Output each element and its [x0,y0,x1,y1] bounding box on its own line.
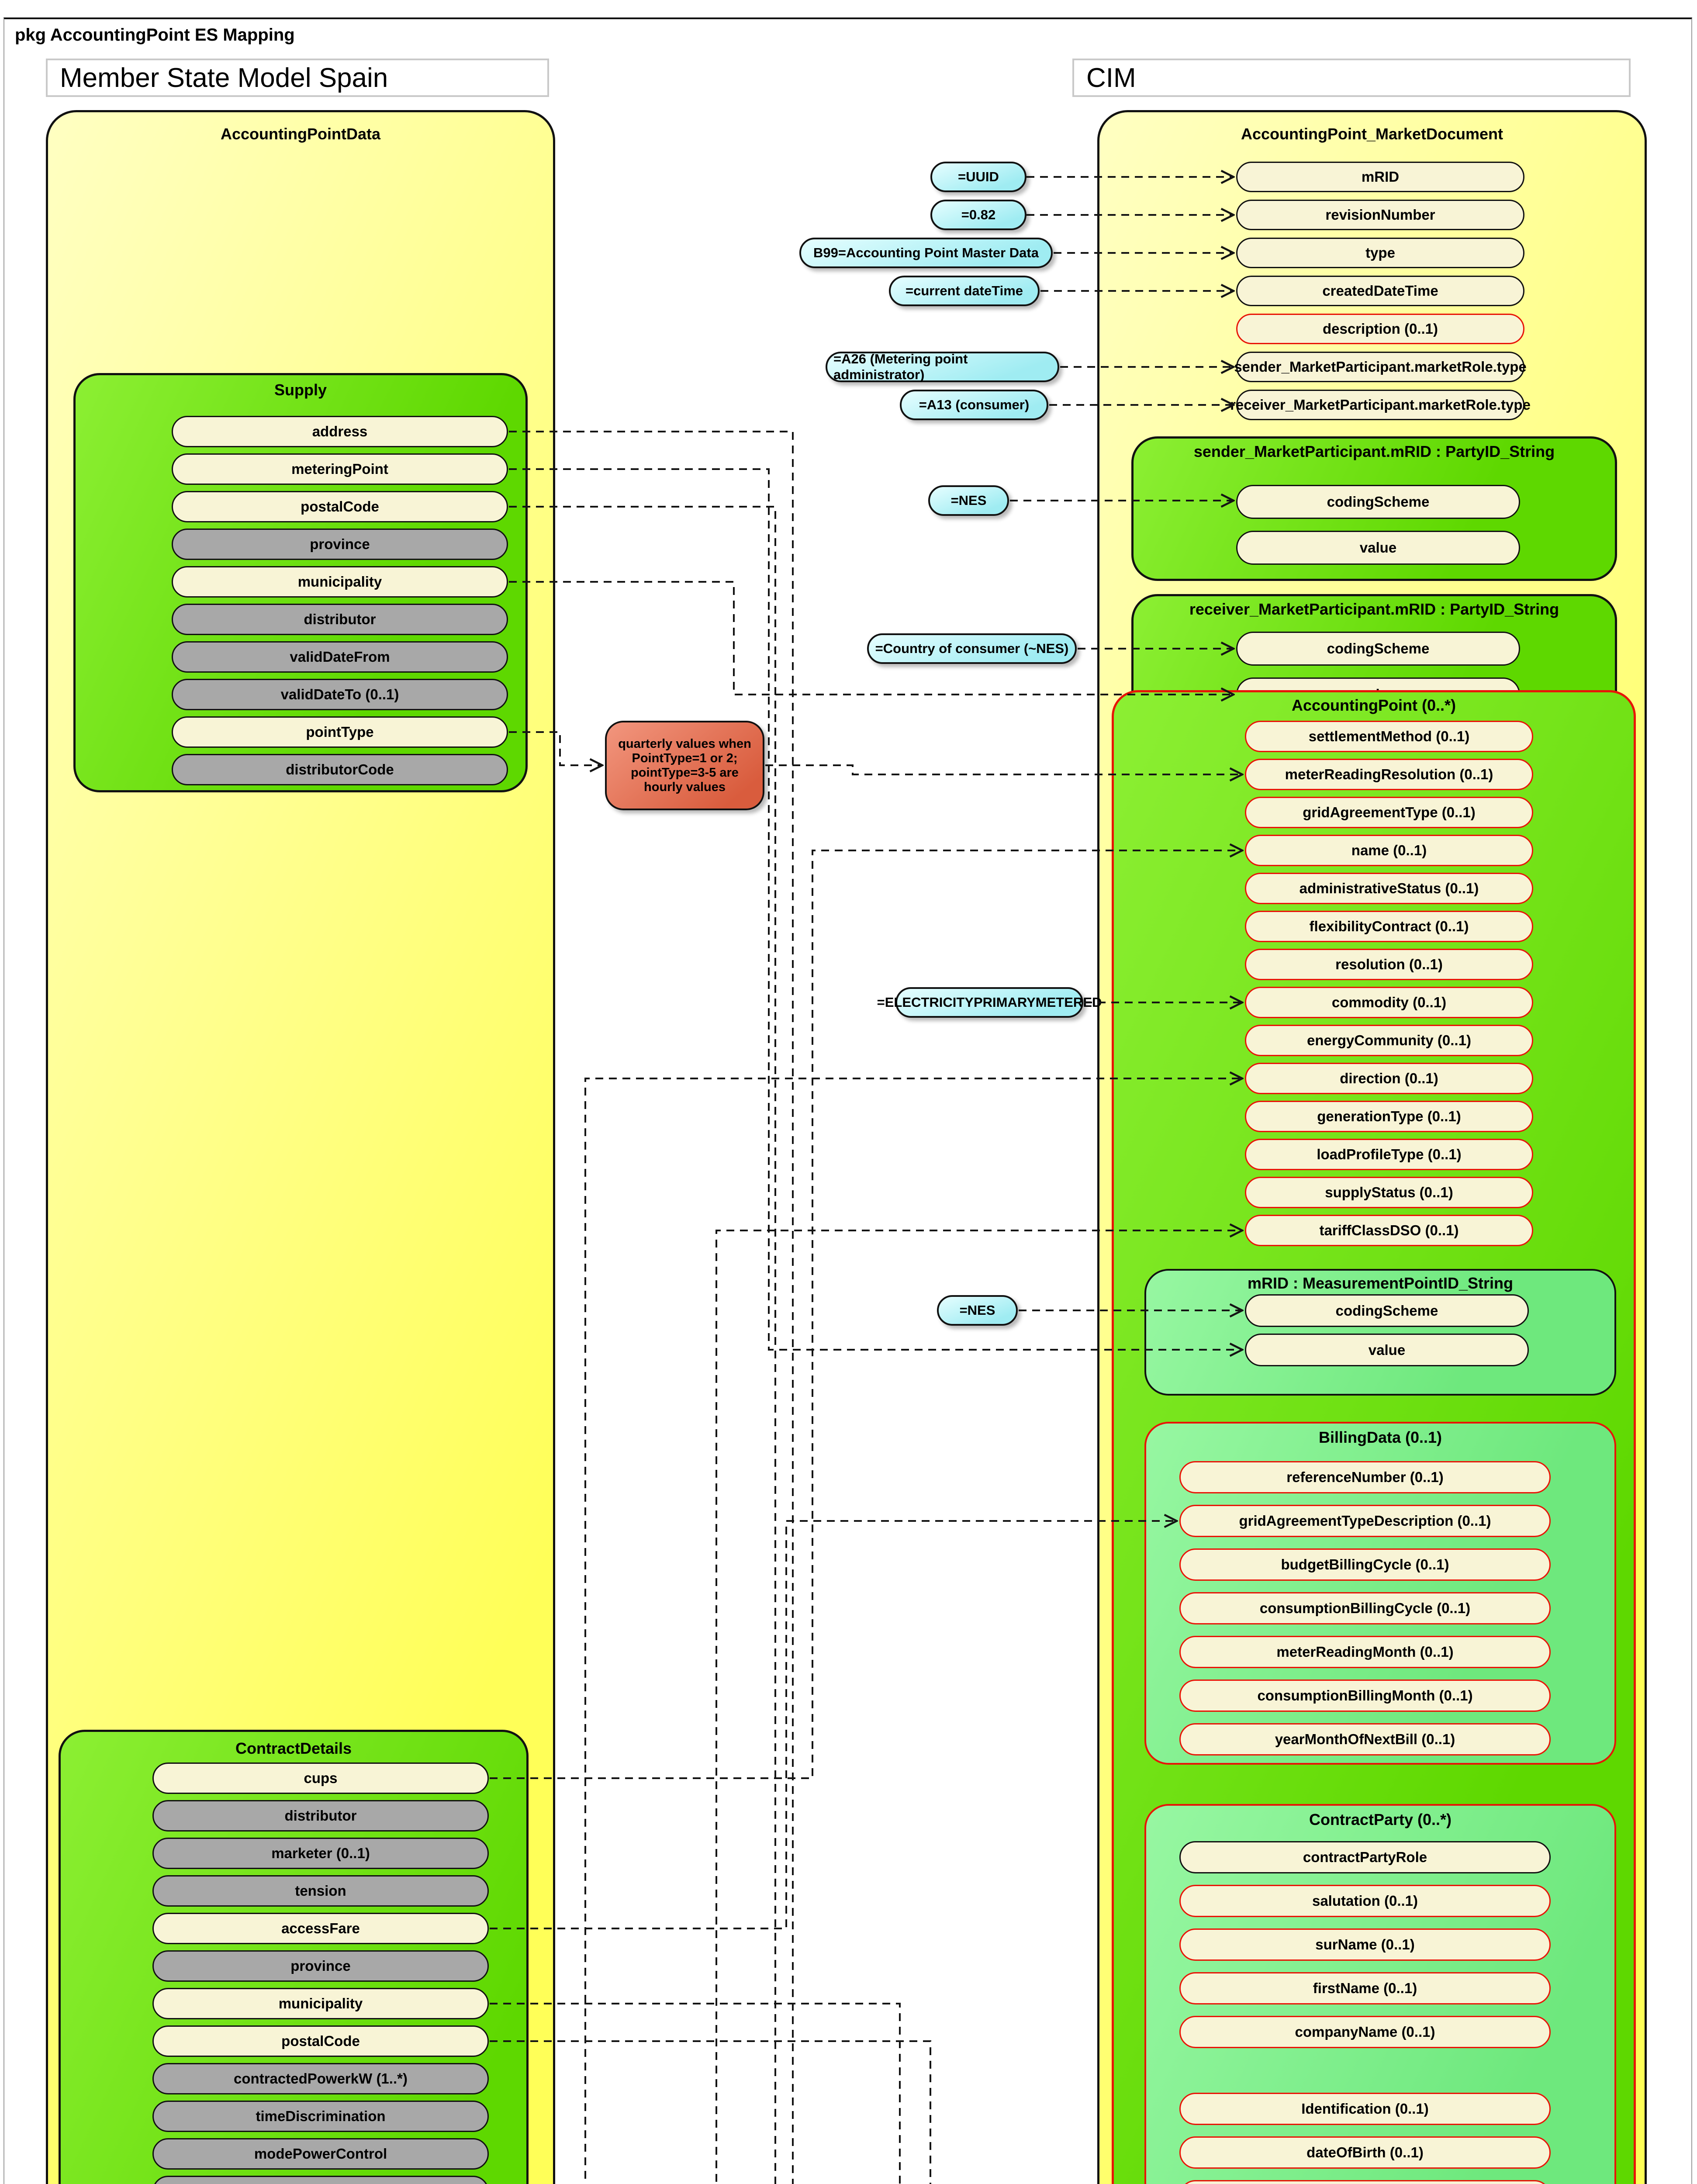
class-sender-market-participant-mrid-title: sender_MarketParticipant.mRID : PartyID_… [1193,442,1555,460]
attribute-pill[interactable]: codingScheme [1245,1294,1529,1327]
attribute-pill[interactable]: createdDateTime [1236,276,1524,306]
attribute-pill[interactable]: distributor [152,1800,489,1832]
measurement-point-attribute-list: codingScheme value [1245,1294,1529,1366]
value-label-nes-sender[interactable]: =NES [928,485,1009,516]
attribute-pill[interactable]: cups [152,1762,489,1794]
supply-attribute-list: address meteringPoint postalCode provinc… [172,416,508,785]
value-label-b99[interactable]: B99=Accounting Point Master Data [799,238,1053,268]
attribute-pill[interactable]: address [172,416,508,447]
attribute-pill[interactable]: startDate [152,2176,489,2184]
diagram-tab-label: pkg AccountingPoint ES Mapping [15,25,295,45]
value-label-electricity[interactable]: =ELECTRICITYPRIMARYMETERED [877,987,1102,1018]
attribute-pill[interactable]: gridAgreementTypeDescription (0..1) [1179,1505,1551,1537]
attribute-pill[interactable]: description (0..1) [1236,314,1524,344]
attribute-pill[interactable]: codingScheme [1236,485,1520,519]
attribute-pill[interactable]: Identification (0..1) [1179,2093,1551,2125]
attribute-pill[interactable]: meterReadingResolution (0..1) [1245,759,1533,790]
class-measurement-point-mrid-title: mRID : MeasurementPointID_String [1247,1274,1514,1292]
class-contract-party-title: ContractParty (0..*) [1309,1811,1452,1828]
contract-party-attribute-list: contractPartyRole salutation (0..1) surN… [1179,1841,1551,2184]
note-quarterly-values[interactable]: quarterly values when PointType=1 or 2; … [605,721,764,810]
attribute-pill[interactable]: meteringPoint [172,453,508,485]
attribute-pill[interactable]: salutation (0..1) [1179,1885,1551,1917]
attribute-pill[interactable]: postalCode [152,2025,489,2057]
class-receiver-market-participant-mrid-title: receiver_MarketParticipant.mRID : PartyI… [1189,600,1559,618]
attribute-pill[interactable]: distributorCode [172,754,508,785]
header-member-state-model-spain[interactable]: Member State Model Spain [46,59,549,97]
attribute-pill[interactable]: settlementMethod (0..1) [1245,721,1533,752]
attribute-pill[interactable]: type [1236,238,1524,268]
contract-details-attribute-list: cups distributor marketer (0..1) tension… [152,1762,489,2184]
class-billing-data-title: BillingData (0..1) [1318,1428,1442,1446]
attribute-pill[interactable]: validDateFrom [172,641,508,673]
attribute-pill[interactable]: revisionNumber [1236,200,1524,230]
attribute-pill[interactable]: loadProfileType (0..1) [1245,1139,1533,1170]
attribute-pill[interactable]: value [1245,1334,1529,1366]
attribute-pill[interactable]: sender_MarketParticipant.marketRole.type [1234,352,1527,382]
attribute-pill[interactable]: codingScheme [1236,632,1520,666]
accounting-point-attribute-list: settlementMethod (0..1) meterReadingReso… [1245,721,1533,1246]
attribute-pill[interactable]: tariffClassDSO (0..1) [1245,1215,1533,1246]
value-label-revision[interactable]: =0.82 [930,200,1026,230]
attribute-pill[interactable]: distributor [172,604,508,635]
attribute-pill[interactable]: contractPartyRole [1179,1841,1551,1873]
attribute-pill[interactable]: municipality [172,566,508,598]
attribute-pill[interactable]: companyName (0..1) [1179,2016,1551,2048]
attribute-pill[interactable]: timeDiscrimination [152,2101,489,2132]
attribute-pill[interactable]: flexibilityContract (0..1) [1245,911,1533,942]
attribute-pill[interactable]: postalCode [172,491,508,522]
attribute-pill[interactable]: firstName (0..1) [1179,1972,1551,2004]
attribute-pill[interactable]: tension [152,1875,489,1907]
market-document-attribute-list: mRID revisionNumber type createdDateTime… [1230,162,1531,420]
attribute-pill[interactable]: validDateTo (0..1) [172,679,508,710]
attribute-pill[interactable]: value [1236,531,1520,565]
package-accounting-point-data-title: AccountingPointData [221,125,380,143]
attribute-pill[interactable]: gridAgreementType (0..1) [1245,797,1533,828]
attribute-pill[interactable]: dateOfDeath (0..1) [1179,2180,1551,2184]
attribute-pill[interactable]: yearMonthOfNextBill (0..1) [1179,1723,1551,1755]
attribute-pill[interactable]: referenceNumber (0..1) [1179,1461,1551,1493]
value-label-uuid[interactable]: =UUID [930,162,1026,192]
attribute-pill[interactable]: consumptionBillingCycle (0..1) [1179,1592,1551,1624]
attribute-pill[interactable]: contractedPowerkW (1..*) [152,2063,489,2094]
attribute-pill[interactable]: direction (0..1) [1245,1063,1533,1094]
attribute-pill[interactable]: meterReadingMonth (0..1) [1179,1636,1551,1668]
class-contract-details-title: ContractDetails [235,1739,352,1757]
attribute-pill[interactable]: energyCommunity (0..1) [1245,1025,1533,1056]
value-label-a13[interactable]: =A13 (consumer) [900,390,1048,420]
class-accounting-point-title: AccountingPoint (0..*) [1292,696,1456,714]
attribute-pill[interactable]: pointType [172,716,508,748]
attribute-pill[interactable]: surName (0..1) [1179,1928,1551,1961]
attribute-pill[interactable]: budgetBillingCycle (0..1) [1179,1548,1551,1581]
attribute-pill[interactable]: commodity (0..1) [1245,987,1533,1018]
value-label-current-datetime[interactable]: =current dateTime [889,276,1040,306]
attribute-pill[interactable]: name (0..1) [1245,835,1533,866]
attribute-pill[interactable]: receiver_MarketParticipant.marketRole.ty… [1230,390,1531,420]
attribute-pill[interactable]: mRID [1236,162,1524,192]
attribute-pill[interactable]: dateOfBirth (0..1) [1179,2136,1551,2169]
attribute-pill[interactable]: accessFare [152,1913,489,1944]
value-label-nes-mrid[interactable]: =NES [937,1295,1018,1326]
attribute-pill[interactable]: generationType (0..1) [1245,1101,1533,1132]
header-cim[interactable]: CIM [1072,59,1631,97]
attribute-pill[interactable]: supplyStatus (0..1) [1245,1177,1533,1208]
diagram-frame [3,17,1692,2184]
attribute-pill[interactable]: consumptionBillingMonth (0..1) [1179,1679,1551,1712]
attribute-pill[interactable]: province [172,529,508,560]
attribute-pill[interactable]: administrativeStatus (0..1) [1245,873,1533,904]
attribute-pill[interactable]: marketer (0..1) [152,1838,489,1869]
billing-data-attribute-list: referenceNumber (0..1) gridAgreementType… [1179,1461,1551,1755]
class-accounting-point-market-document-title: AccountingPoint_MarketDocument [1241,125,1503,143]
value-label-country[interactable]: =Country of consumer (~NES) [867,633,1077,664]
attribute-pill[interactable]: resolution (0..1) [1245,949,1533,980]
attribute-pill[interactable]: modePowerControl [152,2138,489,2170]
attribute-pill[interactable]: municipality [152,1988,489,2019]
class-supply-title: Supply [274,381,327,399]
attribute-pill[interactable]: province [152,1950,489,1982]
sender-party-attribute-list: codingScheme value [1236,485,1520,565]
value-label-a26[interactable]: =A26 (Metering point administrator) [826,351,1059,382]
